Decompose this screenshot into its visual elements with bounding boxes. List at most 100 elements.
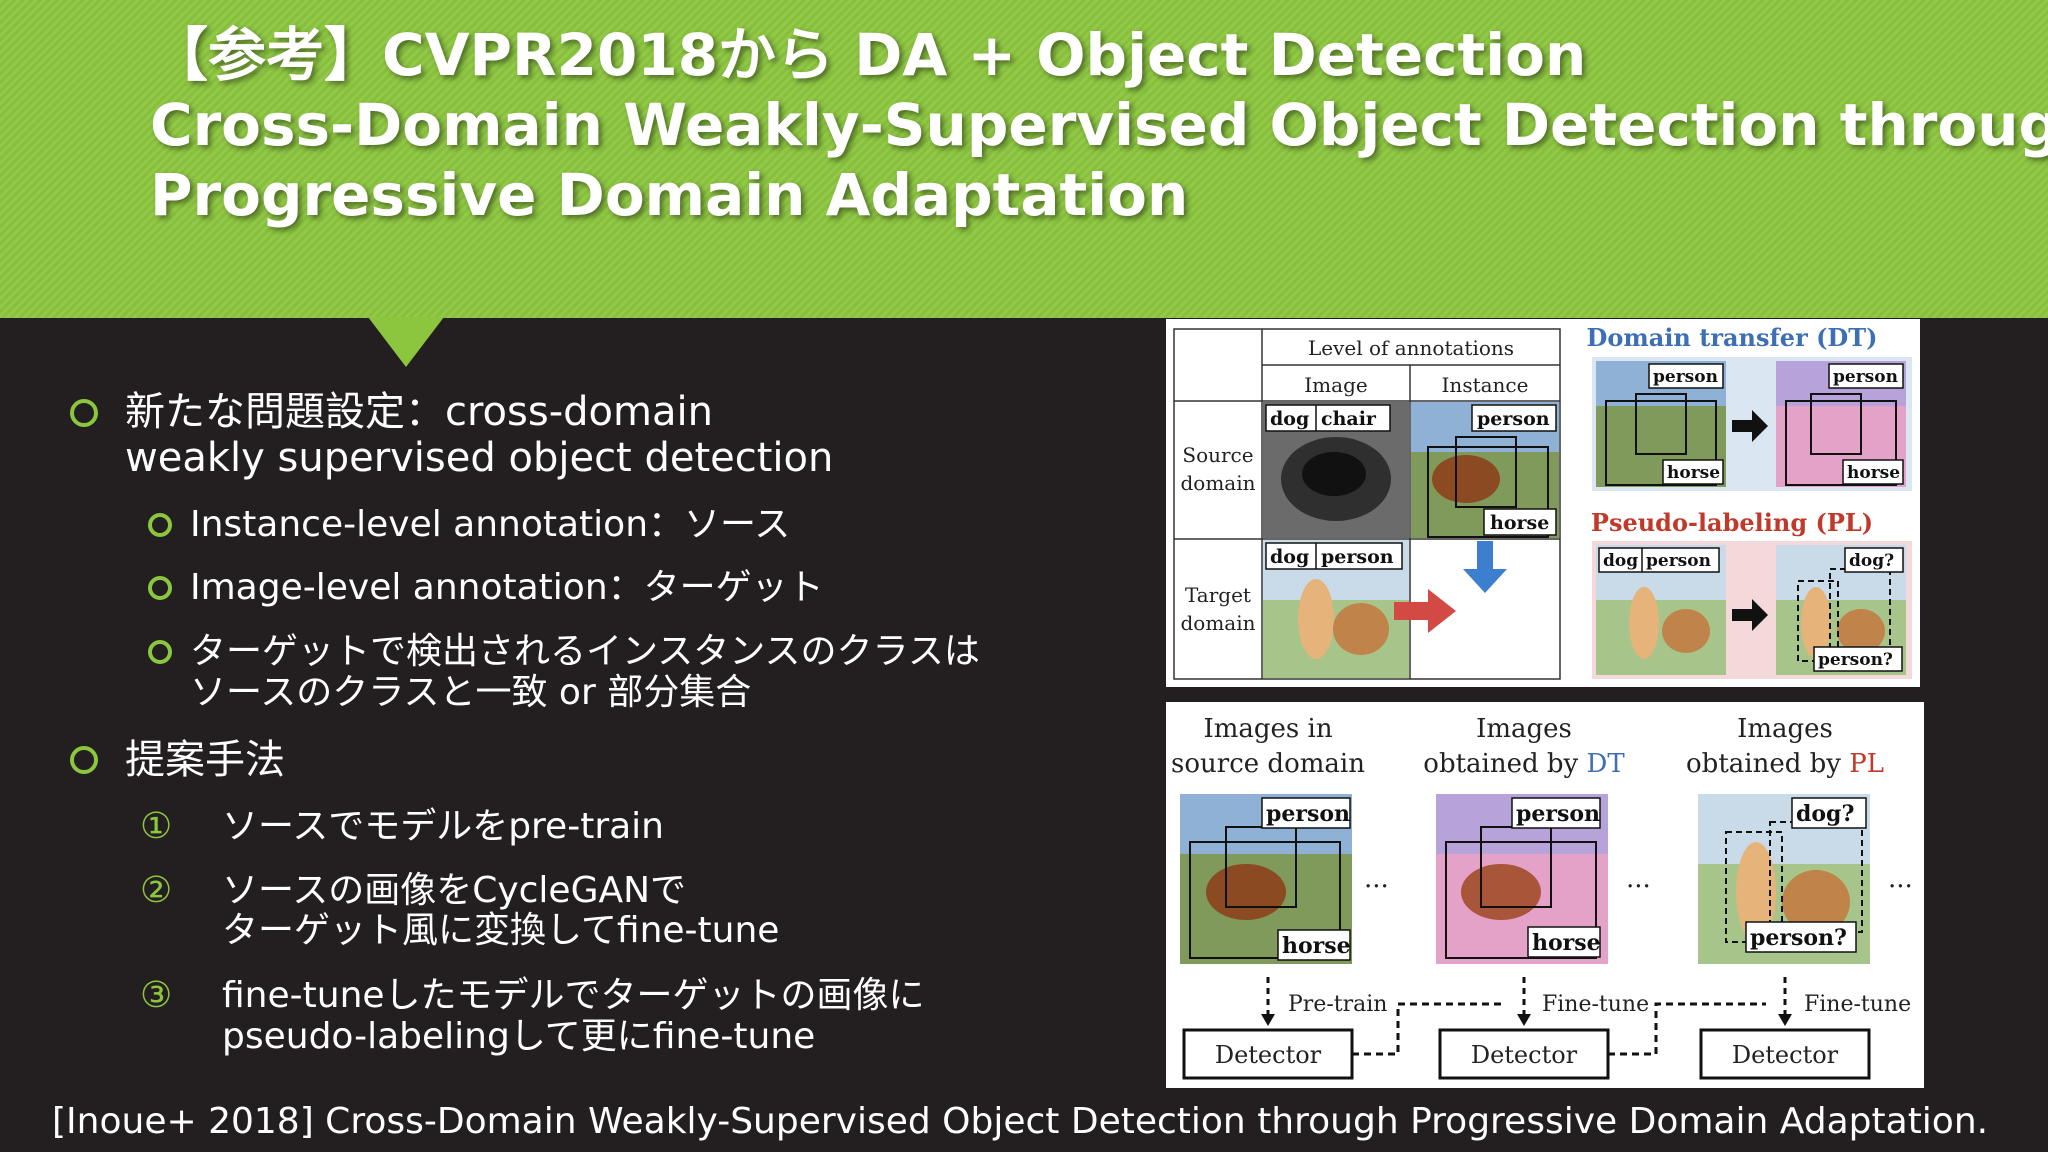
- person-shape: [1801, 587, 1831, 659]
- label-person: person: [1321, 546, 1394, 568]
- label-box: [1277, 929, 1351, 961]
- bbox-person: [1810, 393, 1862, 455]
- bullet-ring-icon: [70, 746, 98, 774]
- label-box: [1265, 404, 1391, 432]
- row-header-source: domain: [1180, 471, 1255, 495]
- dog-shape: [1662, 609, 1710, 653]
- sub-bullet-ring-icon: [148, 576, 172, 600]
- label-box: [1483, 508, 1557, 536]
- step-number-3: ③: [140, 975, 173, 1016]
- step-number-2: ②: [140, 870, 173, 911]
- detector-label: Detector: [1471, 1041, 1578, 1069]
- label-person: person: [1646, 551, 1711, 571]
- bbox-horse: [1605, 400, 1717, 486]
- title-banner: [0, 0, 2048, 318]
- label-dog: dog: [1270, 546, 1309, 568]
- bbox-horse: [1785, 400, 1897, 486]
- black-arrow-right-icon: [1732, 410, 1768, 442]
- detector-box-2: [1438, 1028, 1610, 1080]
- finetune-label-1: Fine-tune: [1542, 992, 1649, 1017]
- pl-title: Pseudo-labeling (PL): [1591, 508, 1873, 537]
- slide-title-line-2: Cross-Domain Weakly-Supervised Object De…: [150, 91, 2048, 159]
- arrow-down-icon: [1778, 1014, 1792, 1026]
- person-shape: [1298, 579, 1334, 659]
- label-person: person: [1516, 801, 1600, 827]
- label-dog-question: dog?: [1796, 801, 1854, 827]
- label-box: [1745, 921, 1857, 953]
- table-border: [1173, 328, 1561, 680]
- col-header-instance: Instance: [1442, 373, 1529, 397]
- figure-progressive-pipeline: Images in source domain Images obtained …: [1166, 702, 1924, 1088]
- red-arrow-right-icon: [1428, 589, 1456, 633]
- citation: [Inoue+ 2018] Cross-Domain Weakly-Superv…: [52, 1101, 1989, 1142]
- label-box: [1662, 459, 1724, 485]
- step-2-text-line-1: ソースの画像をCycleGANで: [222, 870, 687, 911]
- person-shape: [1736, 842, 1776, 942]
- col1-caption: source domain: [1171, 749, 1365, 779]
- detector-label: Detector: [1732, 1041, 1839, 1069]
- arrow-down-icon: [1517, 1014, 1531, 1026]
- pretrain-label: Pre-train: [1288, 992, 1387, 1017]
- bbox-horse: [1189, 841, 1341, 959]
- sub-bullet-class-subset-line-2: ソースのクラスと一致 or 部分集合: [190, 672, 752, 713]
- sub-bullet-image-level: Image-level annotation：ターゲット: [190, 567, 824, 608]
- row-header-target: Target: [1185, 583, 1251, 607]
- connector-detector-2-3: [1608, 1002, 1766, 1056]
- label-dog-question: dog?: [1849, 551, 1894, 571]
- bullet-method: 提案手法: [125, 737, 285, 783]
- blue-arrow-down-icon: [1463, 569, 1507, 593]
- step-3-text-line-2: pseudo-labelingして更にfine-tune: [222, 1016, 816, 1057]
- col3-caption: Images: [1737, 714, 1833, 744]
- label-box: [1261, 797, 1351, 829]
- label-box: [1598, 547, 1720, 573]
- col3-caption: obtained by PL: [1686, 749, 1884, 779]
- bbox-person: [1635, 393, 1687, 455]
- row-header-target: domain: [1180, 611, 1255, 635]
- ellipsis: ...: [1626, 864, 1651, 894]
- bullet-ring-icon: [70, 399, 98, 427]
- ellipsis: ...: [1364, 864, 1389, 894]
- dog-shape: [1782, 870, 1850, 934]
- dog-shape: [1302, 452, 1366, 496]
- sub-bullet-ring-icon: [148, 513, 172, 537]
- label-box: [1813, 646, 1903, 672]
- label-box: [1511, 797, 1601, 829]
- sub-bullet-instance-level: Instance-level annotation：ソース: [190, 504, 791, 545]
- label-person-question: person?: [1818, 650, 1893, 670]
- label-horse: horse: [1490, 512, 1549, 534]
- bbox-horse: [1427, 446, 1549, 538]
- bbox-person: [1225, 826, 1297, 908]
- label-box: [1828, 363, 1904, 389]
- label-box: [1471, 404, 1557, 432]
- step-1-text: ソースでモデルをpre-train: [222, 806, 664, 847]
- level-of-annotations-header: Level of annotations: [1308, 336, 1514, 360]
- label-box: [1648, 363, 1724, 389]
- red-arrow-right-icon: [1394, 602, 1430, 620]
- finetune-label-2: Fine-tune: [1804, 992, 1911, 1017]
- label-box: [1844, 547, 1904, 573]
- horse-shape: [1461, 864, 1541, 920]
- label-person: person: [1266, 801, 1350, 827]
- bbox-person: [1455, 436, 1517, 508]
- label-person-question: person?: [1750, 925, 1847, 951]
- slide-title-line-3: Progressive Domain Adaptation: [150, 161, 1189, 229]
- dog-shape: [1333, 603, 1389, 655]
- horse-shape: [1432, 455, 1500, 503]
- label-horse: horse: [1847, 463, 1900, 483]
- dog-shape: [1837, 609, 1885, 653]
- bbox-horse: [1445, 841, 1597, 959]
- label-box: [1842, 459, 1904, 485]
- detector-label: Detector: [1215, 1041, 1322, 1069]
- col2-caption: obtained by DT: [1423, 749, 1625, 779]
- black-arrow-right-icon: [1732, 599, 1768, 631]
- sub-bullet-ring-icon: [148, 640, 172, 664]
- figure-progressive-pipeline-svg: Images in source domain Images obtained …: [1171, 714, 1913, 1080]
- sub-bullet-class-subset-line-1: ターゲットで検出されるインスタンスのクラスは: [190, 631, 980, 672]
- arrow-down-icon: [1261, 1014, 1275, 1026]
- col-header-image: Image: [1304, 373, 1367, 397]
- horse-shape: [1206, 864, 1286, 920]
- step-3-text-line-1: fine-tuneしたモデルでターゲットの画像に: [222, 975, 925, 1016]
- label-dog: dog: [1270, 408, 1309, 430]
- blue-arrow-down-icon: [1477, 541, 1493, 569]
- detector-box-3: [1699, 1028, 1871, 1080]
